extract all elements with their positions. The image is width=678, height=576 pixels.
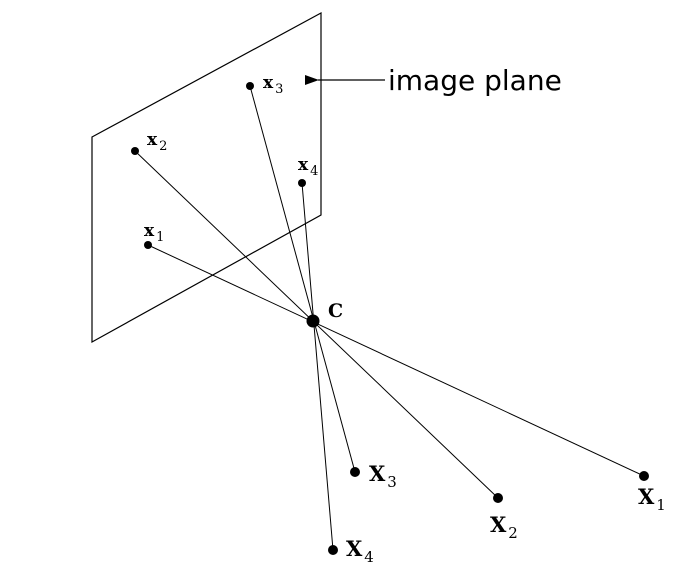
ray-3 [249,85,356,473]
image-point-x4 [298,179,306,187]
camera-center-label: C [328,300,343,322]
image-point-x1 [144,241,152,249]
ray-1 [147,244,645,477]
image-point-x2 [131,147,139,155]
world-point-X1 [639,471,649,481]
ray-4 [301,182,334,551]
image-plane-label: image plane [388,64,562,97]
world-point-X4 [328,545,338,555]
image-point-x3 [246,82,254,90]
camera-center-point [306,314,320,328]
world-point-X3 [350,467,360,477]
world-point-X2 [493,493,503,503]
image-plane [91,11,322,344]
